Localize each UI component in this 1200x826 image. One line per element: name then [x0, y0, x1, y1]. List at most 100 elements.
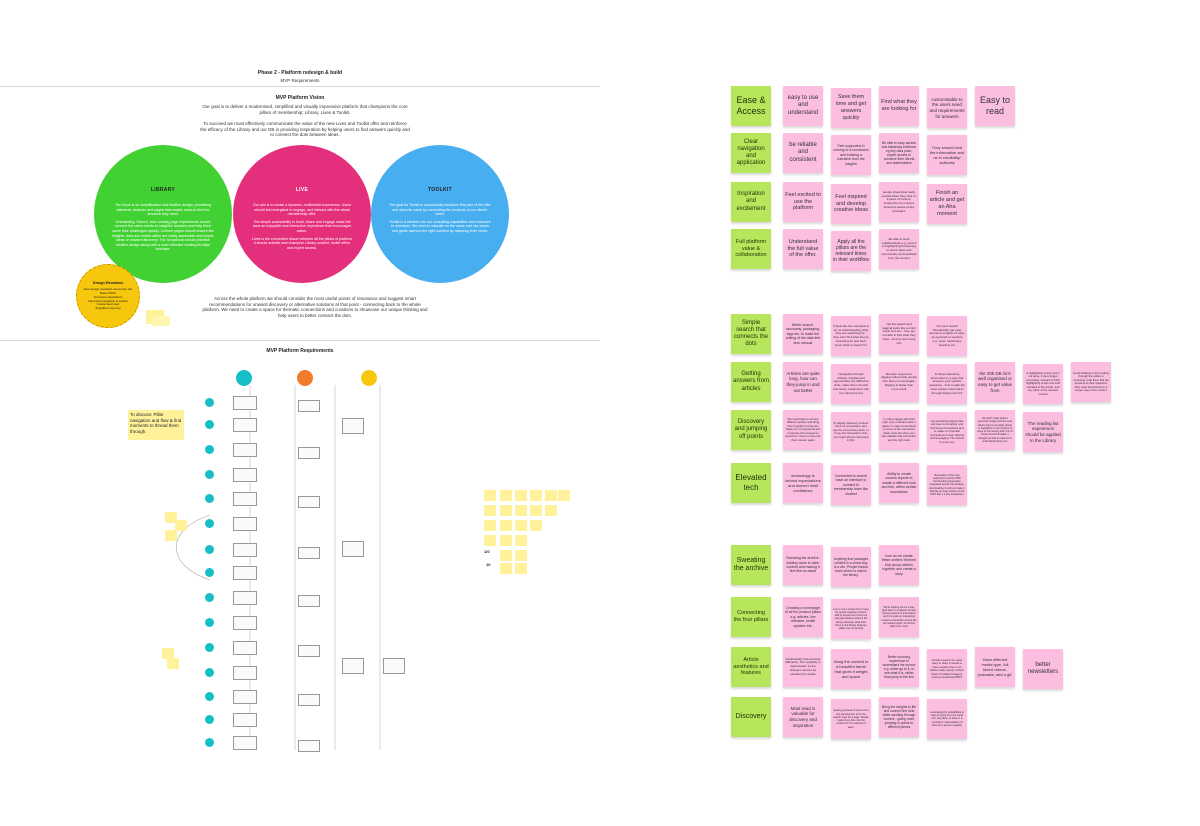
toolkit-text: Toolkit is a window into our consulting … [389, 219, 491, 233]
insight-sticky[interactable]: technology is behind expectations and do… [783, 463, 823, 503]
insight-sticky[interactable]: Not the search and tagging looks like a … [879, 314, 919, 354]
cluster-label-sticky[interactable]: Sweating the archive [731, 545, 771, 585]
insight-sticky[interactable]: Articles are quite long, how can they ju… [783, 362, 823, 402]
live-text: Lives is the connective tissue between a… [251, 236, 353, 250]
insight-sticky[interactable]: Easy to read [975, 86, 1015, 126]
insight-sticky[interactable]: Bring the insights to life and connect t… [879, 697, 919, 737]
toolkit-pillar-circle: TOOLKIT The goal for Toolkit is successf… [371, 145, 509, 283]
live-text: The simple accessibility to book, share … [252, 219, 352, 233]
insight-sticky[interactable]: We're looking out on a way feed team in … [879, 597, 919, 637]
insight-sticky[interactable]: people should feel really excited when t… [879, 182, 919, 222]
insight-sticky[interactable]: Apply all the pillars are the relevant t… [831, 231, 871, 271]
flow-box [233, 543, 257, 557]
insight-sticky[interactable]: Jog something happen like we have to do … [927, 412, 967, 452]
sticky-note [545, 490, 557, 501]
flow-node [205, 618, 214, 627]
column-header-icon [236, 370, 252, 386]
insight-sticky[interactable]: But also respond to digging culture help… [879, 362, 919, 402]
insight-sticky[interactable]: Understand the full value of the offer. [783, 229, 823, 269]
insight-text: Ability to create custom reports to crea… [881, 472, 917, 494]
insight-text: technology is behind expectations and do… [785, 473, 821, 493]
cluster-label-sticky[interactable]: Discovery [731, 697, 771, 737]
cluster-label-sticky[interactable]: Discovery and jumping off points [731, 410, 771, 450]
design-elevation-item: New design aesthetic across the site [83, 287, 133, 292]
flow-node [205, 715, 214, 724]
live-text: Our aim is to create a dynamic, multimed… [252, 203, 352, 217]
insight-sticky[interactable]: Be able to easy access and takeaway evid… [879, 133, 919, 173]
insight-sticky[interactable]: To display discovery content. Find me so… [831, 412, 871, 452]
insight-sticky[interactable]: Save them time and get answers quickly [831, 88, 871, 128]
insight-sticky[interactable]: Sweating the archive. Adding value to ol… [783, 545, 823, 585]
cluster-label-sticky[interactable]: Full platform value & collaboration [731, 229, 771, 269]
sticky-note [152, 316, 170, 326]
insight-sticky[interactable]: Navigation through articles, insights an… [831, 364, 871, 404]
insight-sticky[interactable]: Better search, taxonomy, packaging, tags… [783, 314, 823, 354]
vision-title: MVP Platform Vision [275, 95, 325, 101]
insight-text: Be able to work collaboratively e.g. sen… [881, 236, 917, 260]
insight-sticky[interactable]: Connected to search have an interface to… [831, 465, 871, 505]
live-pillar-circle: LIVE Our aim is to create a dynamic, mul… [233, 145, 371, 283]
insight-sticky[interactable]: easy to use and understand [783, 86, 823, 126]
cluster-label: Clear navigation and application [736, 138, 766, 167]
insight-sticky[interactable]: A highlighting colour tool in not done; … [1023, 364, 1063, 404]
toolkit-title: TOOLKIT [428, 187, 452, 193]
insight-sticky[interactable]: Feel excited to use the platform [783, 182, 823, 222]
insight-sticky[interactable]: the 30k DB isn't well organised or easy … [975, 362, 1015, 402]
insight-sticky[interactable]: Seeing previews of terms from one item/s… [831, 699, 871, 739]
insight-sticky[interactable]: Feel supported in coming to a conclusion… [831, 135, 871, 175]
library-title: LIBRARY [150, 187, 176, 193]
insight-sticky[interactable]: better newsletters [1023, 649, 1063, 689]
sticky-note [500, 505, 512, 516]
insight-sticky[interactable]: We don't really deliver 'personal' insig… [975, 410, 1015, 450]
cluster-label-sticky[interactable]: Simple search that connects the dots [731, 314, 771, 354]
insight-sticky[interactable]: Finding interesting information in a way… [927, 364, 967, 404]
insight-text: Navigation through articles, insights an… [833, 371, 869, 395]
cluster-label-sticky[interactable]: Inspiration and excitement [731, 182, 771, 222]
flow-box [383, 658, 405, 674]
insight-sticky[interactable]: Most read is valuable for discovery and … [783, 697, 823, 737]
insight-sticky[interactable]: Good landings is that scaling through th… [1071, 362, 1111, 402]
insight-sticky[interactable]: Aesthetically look and feel differently.… [783, 647, 823, 687]
insight-sticky[interactable]: Anything that packages content in a smar… [831, 547, 871, 587]
insight-sticky[interactable]: Better sourcing experience to understand… [879, 647, 919, 687]
sticky-note [515, 550, 527, 561]
insight-text: Feel supported in coming to a conclusion… [833, 144, 869, 166]
insight-sticky[interactable]: Creating a homepage of all the product p… [783, 597, 823, 637]
divider [0, 86, 600, 87]
insight-sticky[interactable]: Be able to work collaboratively e.g. sen… [879, 229, 919, 269]
insight-sticky[interactable]: We need help to connect different articl… [783, 410, 823, 450]
cluster-label-sticky[interactable]: Getting answers from articles [731, 362, 771, 402]
insight-sticky[interactable]: Find what they are looking for [879, 86, 919, 126]
insight-sticky[interactable]: In order engage with their right now, it… [879, 410, 919, 450]
insight-sticky[interactable]: They should trust the information and us… [927, 135, 967, 175]
flow-node [205, 738, 214, 747]
column-header-icon [361, 370, 377, 386]
insight-sticky[interactable]: The reading list experience should be ap… [1023, 412, 1063, 452]
insight-sticky[interactable]: Live is not a reason first it uses for p… [831, 599, 871, 639]
cluster-label-sticky[interactable]: Connecting the four pillars [731, 597, 771, 637]
insight-sticky[interactable]: It feels like the emphasis is on us unde… [831, 316, 871, 356]
cluster-label-sticky[interactable]: Elevated tech [731, 463, 771, 503]
insight-sticky[interactable]: Leveraging the possibilities to start to… [927, 699, 967, 739]
insight-sticky[interactable]: You can't search 'thematically' get easy… [927, 316, 967, 356]
insight-sticky[interactable]: how do we create these unifiers 'themes'… [879, 545, 919, 585]
cluster-label-sticky[interactable]: Ease & Access [731, 86, 771, 126]
flow-node [205, 494, 214, 503]
cluster-label-sticky[interactable]: Clear navigation and application [731, 133, 771, 173]
closing-text: Across the whole platform we should cons… [202, 296, 428, 318]
insight-text: Finding interesting information in a way… [929, 371, 965, 395]
insight-sticky[interactable]: Ability to create custom reports to crea… [879, 463, 919, 503]
insight-sticky[interactable]: Hang the content in a beautiful frame th… [831, 649, 871, 689]
insight-text: We need help to connect different articl… [785, 416, 821, 442]
sticky-note [484, 535, 496, 546]
insight-sticky[interactable]: Feel inspired and develop creative ideas [831, 184, 871, 224]
insight-sticky[interactable]: Recreation of the web experience and the… [927, 465, 967, 505]
insight-text: You can't search 'thematically' get easy… [929, 323, 965, 347]
cluster-label-sticky[interactable]: Article aesthetics and features [731, 647, 771, 687]
insight-sticky[interactable]: Have different media type, full bleed vi… [975, 647, 1015, 687]
insight-sticky[interactable]: Finish an article and get an Aha moment [927, 184, 967, 224]
insight-sticky[interactable]: Articles need to be super easy to read, … [927, 649, 967, 689]
insight-sticky[interactable]: customisable to the users need and requi… [927, 88, 967, 128]
insight-sticky[interactable]: be reliable and consistent [783, 133, 823, 173]
